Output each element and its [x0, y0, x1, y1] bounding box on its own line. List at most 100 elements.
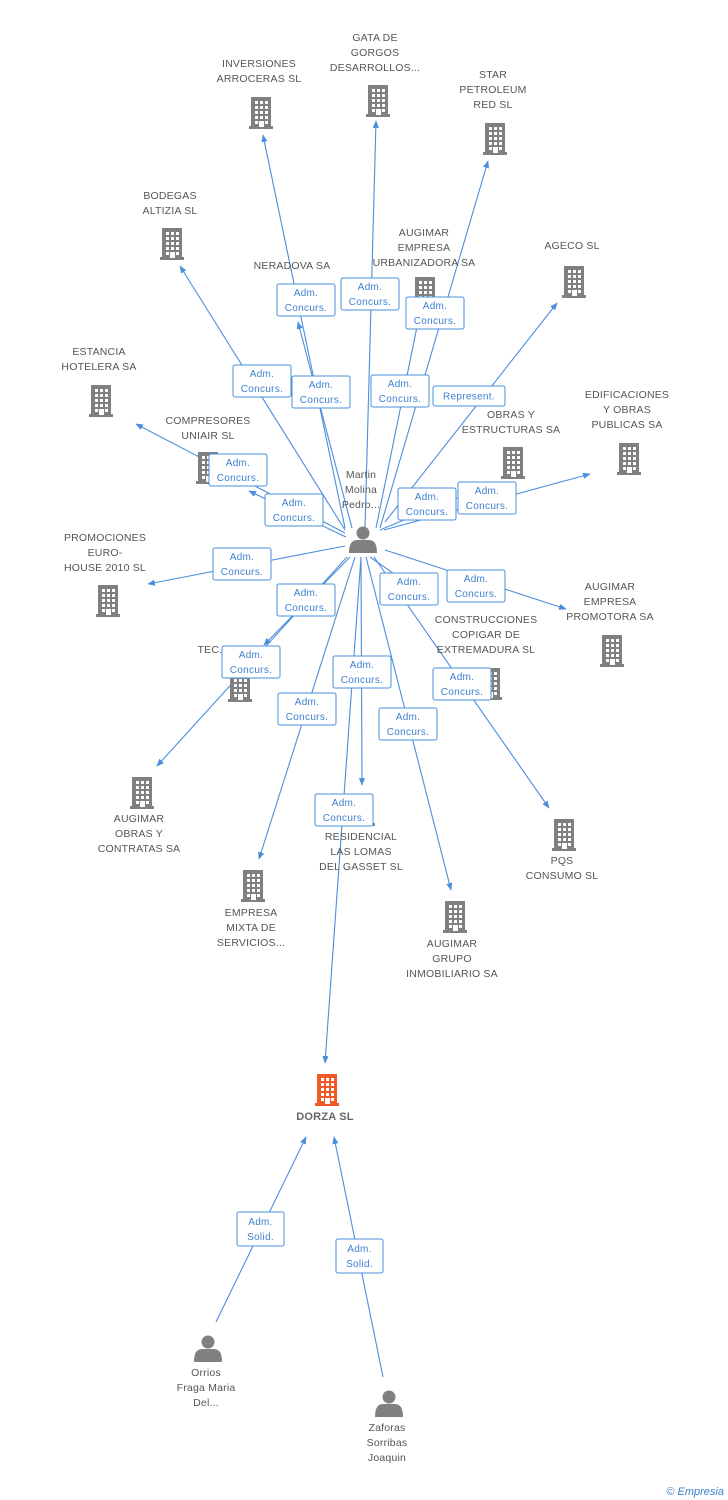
- building-window: [112, 609, 115, 612]
- relation-label-box: [405, 296, 465, 330]
- building-window: [507, 461, 510, 464]
- node-label-line: EMPRESA: [584, 596, 637, 608]
- relation-label-martin-estancia[interactable]: Adm.Concurs.: [264, 493, 324, 527]
- building-window: [449, 910, 452, 913]
- building-window: [255, 121, 258, 124]
- relation-label-line: Concurs.: [349, 297, 391, 308]
- relation-label-martin-nerado[interactable]: Adm.Concurs.: [291, 375, 351, 409]
- relation-label-martin-augimar_obras[interactable]: Adm.Concurs.: [221, 645, 281, 679]
- company-node-dorza[interactable]: DORZA SL: [296, 1074, 354, 1123]
- building-window: [372, 99, 375, 102]
- building-window: [95, 399, 98, 402]
- relation-label-martin-obras[interactable]: Adm.Concurs.: [397, 487, 457, 521]
- building-window: [260, 116, 263, 119]
- building-window: [459, 920, 462, 923]
- node-label-line: NERADOVA SA: [254, 260, 331, 272]
- building-window: [252, 874, 255, 877]
- building-window: [558, 838, 561, 841]
- relation-label-martin-promociones[interactable]: Adm.Concurs.: [212, 547, 272, 581]
- building-window: [499, 132, 502, 135]
- building-window: [372, 104, 375, 107]
- relation-label-martin-bodegas[interactable]: Adm.Concurs.: [232, 364, 292, 398]
- building-window: [265, 116, 268, 119]
- building-window: [507, 451, 510, 454]
- node-label-line: Sorribas: [367, 1437, 408, 1449]
- relation-label-martin-gata[interactable]: Adm.Concurs.: [340, 277, 400, 311]
- relation-label-line: Concurs.: [341, 675, 383, 686]
- company-node-nerado[interactable]: NERADOVA SA: [254, 260, 331, 272]
- building-icon: [130, 777, 154, 809]
- building-window: [331, 1098, 334, 1101]
- relation-label-martin-inversiones[interactable]: Adm.Concurs.: [276, 283, 336, 317]
- building-window: [611, 639, 614, 642]
- building-window: [568, 838, 571, 841]
- brand-footer[interactable]: ©Empresia: [666, 1486, 724, 1498]
- building-window: [606, 659, 609, 662]
- relation-label-orrios-dorza[interactable]: Adm.Solid.: [236, 1211, 285, 1247]
- relation-label-martin-construcciones[interactable]: Adm.Concurs.: [379, 572, 439, 606]
- building-window: [568, 280, 571, 283]
- node-label-line: AGECO SL: [544, 240, 599, 252]
- relation-label-line: Adm.: [415, 492, 440, 503]
- relation-label-line: Concurs.: [323, 813, 365, 824]
- relation-label-box: [232, 364, 292, 398]
- relation-label-martin-pqs[interactable]: Adm.Concurs.: [432, 667, 492, 701]
- building-window: [107, 594, 110, 597]
- relation-label-martin-edificaciones[interactable]: Adm.Concurs.: [457, 481, 517, 515]
- building-window: [326, 1093, 329, 1096]
- building-window: [633, 447, 636, 450]
- building-window: [494, 677, 497, 680]
- relation-label-text: Adm.Concurs.: [406, 492, 448, 518]
- building-window: [176, 247, 179, 250]
- relation-label-martin-residencial[interactable]: Adm.Concurs.: [332, 655, 392, 689]
- building-window: [102, 599, 105, 602]
- building-base: [366, 114, 390, 117]
- building-window: [372, 89, 375, 92]
- node-label-line: GRUPO: [432, 953, 472, 965]
- relation-label-martin-augimar_urb[interactable]: Adm.Concurs.: [370, 374, 430, 408]
- building-window: [321, 1083, 324, 1086]
- building-window: [382, 99, 385, 102]
- relation-label-martin-tec[interactable]: Adm.Concurs.: [276, 583, 336, 617]
- relation-label-martin-star[interactable]: Adm.Concurs.: [405, 296, 465, 330]
- building-window: [558, 843, 561, 846]
- person-head: [382, 1390, 396, 1404]
- building-window: [494, 692, 497, 695]
- node-label-line: DEL GASSET SL: [319, 861, 403, 873]
- building-door: [259, 121, 264, 127]
- building-door: [251, 894, 256, 900]
- relation-label-martin-dorza[interactable]: Adm.Concurs.: [314, 793, 374, 827]
- relation-label-text: Adm.Concurs.: [441, 672, 483, 698]
- relation-label-line: Concurs.: [387, 727, 429, 738]
- relation-label-martin-augimar_prom[interactable]: Adm.Concurs.: [446, 569, 506, 603]
- relation-label-martin-ageco[interactable]: Represent.: [432, 385, 506, 407]
- relation-label-martin-empresa_mixta[interactable]: Adm.Concurs.: [277, 692, 337, 726]
- company-node-ageco[interactable]: AGECO SL: [544, 240, 599, 298]
- relation-label-zaforas-dorza[interactable]: Adm.Solid.: [335, 1238, 384, 1274]
- building-window: [202, 461, 205, 464]
- building-window: [517, 461, 520, 464]
- building-window: [499, 137, 502, 140]
- node-label-line: BODEGAS: [143, 190, 196, 202]
- relation-label-martin-augimar_grupo[interactable]: Adm.Concurs.: [378, 707, 438, 741]
- person-icon: [194, 1335, 222, 1362]
- node-label-line: PUBLICAS SA: [591, 419, 662, 431]
- relation-label-martin-compresores[interactable]: Adm.Concurs.: [208, 453, 268, 487]
